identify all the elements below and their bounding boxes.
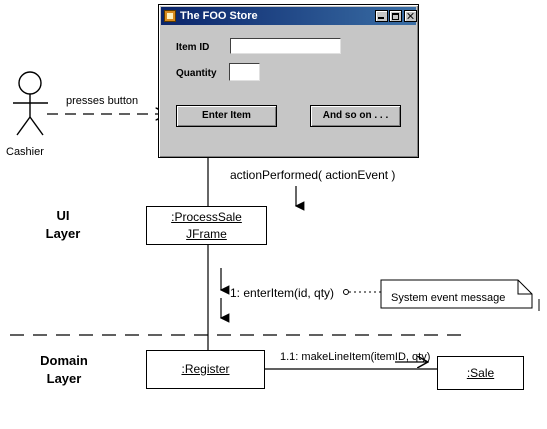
make-line-item-message: 1.1: makeLineItem(itemID, qty) [280, 351, 431, 363]
app-icon [164, 10, 176, 22]
foo-store-window: The FOO Store Item ID Quantity Enter Ite… [158, 4, 419, 158]
domain-layer-label: Domain Layer [28, 352, 100, 388]
cashier-label: Cashier [6, 146, 44, 158]
enter-item-message: 1: enterItem(id, qty) [230, 286, 335, 300]
sale-name: :Sale [466, 366, 495, 380]
register-name: :Register [181, 362, 230, 376]
quantity-label: Quantity [176, 68, 217, 79]
presses-button-label: presses button [66, 95, 139, 107]
window-titlebar[interactable]: The FOO Store [161, 7, 417, 25]
action-performed-label: actionPerformed( actionEvent ) [230, 168, 396, 182]
cashier-actor-figure [13, 71, 48, 136]
ui-layer-word: UI [56, 208, 70, 223]
system-event-note-text: System event message [391, 292, 506, 304]
domain-layer-word: Domain [40, 353, 88, 368]
note-anchor-circle [343, 289, 349, 295]
item-id-field[interactable] [230, 38, 341, 54]
ui-layer-label: UI Layer [38, 207, 88, 243]
window-title: The FOO Store [180, 10, 258, 22]
ui-layer-sub: Layer [45, 226, 81, 241]
note-shape [380, 279, 540, 311]
register-object: :Register [146, 350, 265, 389]
quantity-field[interactable] [229, 63, 260, 81]
domain-layer-sub: Layer [46, 371, 82, 386]
enter-item-button[interactable]: Enter Item [176, 105, 277, 127]
processsale-jframe-object: :ProcessSale JFrame [146, 206, 267, 245]
sale-object: :Sale [437, 356, 524, 390]
maximize-icon[interactable] [389, 10, 402, 22]
minimize-icon[interactable] [375, 10, 388, 22]
close-icon[interactable] [404, 10, 417, 22]
and-so-on-button[interactable]: And so on . . . [310, 105, 401, 127]
item-id-label: Item ID [176, 42, 210, 53]
processsale-name: :ProcessSale [171, 210, 242, 224]
jframe-name: JFrame [186, 227, 227, 241]
